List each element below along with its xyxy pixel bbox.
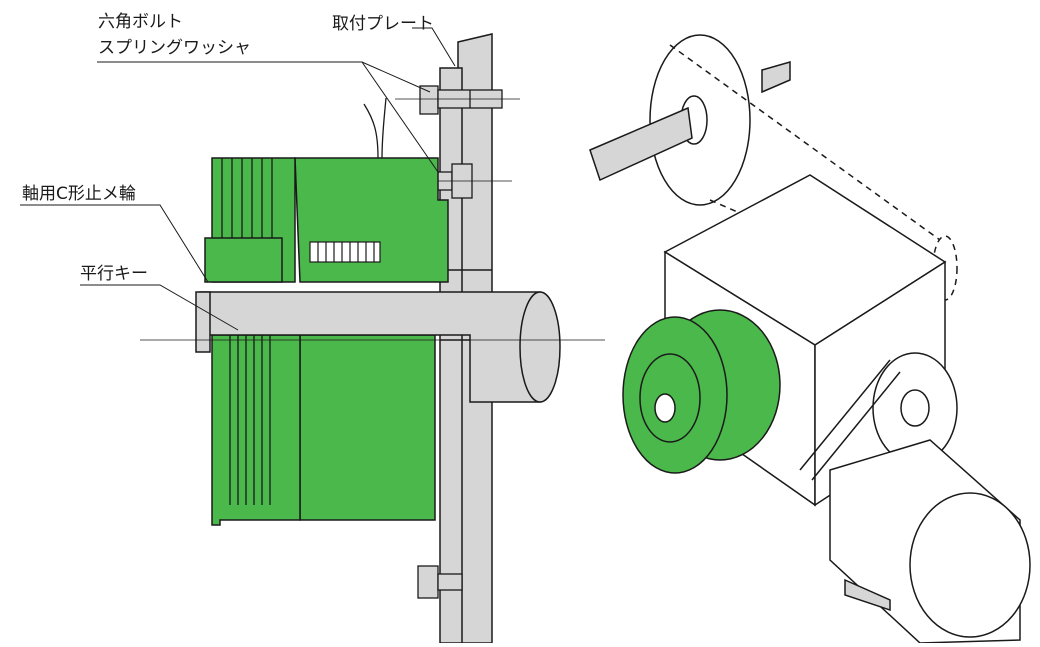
label-mounting-plate: 取付プレート: [332, 14, 434, 34]
clutch-body: [204, 157, 449, 526]
pulley-disc: [589, 34, 791, 206]
spring: [309, 241, 381, 263]
motor-belt: [799, 352, 958, 481]
label-hex-bolt: 六角ボルト: [98, 12, 183, 32]
clutch-iso: [622, 309, 781, 474]
leader-lines: [20, 27, 456, 331]
motor: [829, 439, 1031, 644]
label-parallel-key: 平行キー: [80, 264, 148, 284]
bottom-bolt: [417, 565, 463, 599]
lead-wires: [363, 97, 387, 159]
shaft: [140, 291, 605, 403]
label-spring-washer: スプリングワッシャ: [98, 38, 251, 58]
label-c-ring: 軸用C形止メ輪: [22, 184, 136, 204]
top-bolt: [395, 85, 520, 115]
friction-plates: [221, 158, 273, 505]
